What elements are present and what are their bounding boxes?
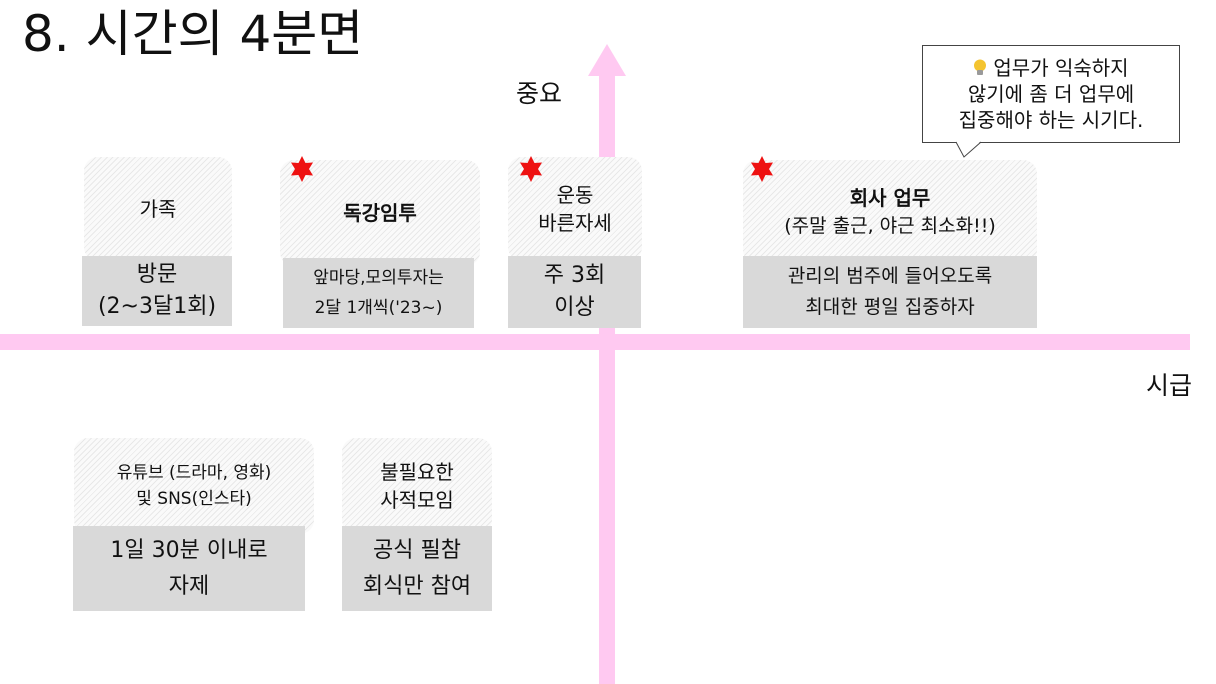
exercise-detail-box: 주 3회 이상: [508, 256, 641, 328]
horizontal-axis: [0, 334, 1190, 350]
youtube-title-line-1: 유튜브 (드라마, 영화): [116, 463, 272, 483]
vertical-axis-arrowhead: [588, 44, 626, 76]
meeting-detail-box: 공식 필참 회식만 참여: [342, 526, 492, 611]
family-detail-line-2: (2~3달1회): [97, 294, 217, 319]
star-icon: [520, 156, 542, 182]
exercise-detail-line-2: 이상: [554, 295, 595, 320]
callout-line-2: 않기에 좀 더 업무에: [967, 82, 1135, 106]
work-title: 회사 업무: [849, 186, 931, 210]
work-detail-box: 관리의 범주에 들어오도록 최대한 평일 집중하자: [743, 256, 1037, 328]
page-title: 8. 시간의 4분면: [22, 5, 364, 63]
meeting-title-line-1: 불필요한: [380, 460, 454, 484]
work-subtitle: (주말 출근, 야근 최소화!!): [784, 215, 996, 237]
family-detail-box: 방문 (2~3달1회): [82, 256, 232, 326]
axis-label-urgent: 시급: [1146, 371, 1193, 400]
exercise-title-line-2: 바른자세: [538, 211, 612, 235]
exercise-card: 운동 바른자세: [508, 157, 642, 261]
youtube-card: 유튜브 (드라마, 영화) 및 SNS(인스타): [74, 438, 314, 534]
work-card: 회사 업무 (주말 출근, 야근 최소화!!): [743, 160, 1037, 264]
reading-card: 독강임투: [280, 160, 480, 266]
meeting-card: 불필요한 사적모임: [342, 438, 492, 534]
exercise-detail-line-1: 주 3회: [543, 263, 606, 288]
reading-title: 독강임투: [343, 201, 417, 225]
reading-detail-line-2: 2달 1개씩('23~): [314, 298, 443, 318]
star-icon: [751, 156, 773, 182]
youtube-detail-line-1: 1일 30분 이내로: [110, 537, 268, 563]
work-detail-line-1: 관리의 범주에 들어오도록: [787, 265, 993, 287]
youtube-title-line-2: 및 SNS(인스타): [136, 489, 252, 509]
family-title: 가족: [139, 197, 177, 221]
axis-label-important: 중요: [516, 79, 563, 108]
meeting-detail-line-1: 공식 필참: [373, 537, 461, 563]
youtube-detail-line-2: 자제: [168, 573, 210, 599]
reading-detail-line-1: 앞마당,모의투자는: [313, 268, 444, 288]
callout-pointer: [955, 141, 982, 158]
meeting-title-line-2: 사적모임: [380, 488, 454, 512]
youtube-detail-box: 1일 30분 이내로 자제: [73, 526, 305, 611]
meeting-detail-line-2: 회식만 참여: [362, 573, 472, 599]
lightbulb-icon: [974, 59, 987, 75]
family-card: 가족: [84, 157, 232, 261]
star-icon: [291, 156, 313, 182]
callout-line-1: 업무가 익숙하지: [973, 55, 1129, 81]
callout-line-3: 집중해야 하는 시기다.: [958, 108, 1144, 132]
exercise-title-line-1: 운동: [556, 183, 594, 207]
callout-note: 업무가 익숙하지 않기에 좀 더 업무에 집중해야 하는 시기다.: [922, 45, 1180, 143]
work-detail-line-2: 최대한 평일 집중하자: [805, 296, 975, 318]
reading-detail-box: 앞마당,모의투자는 2달 1개씩('23~): [283, 258, 474, 328]
family-detail-line-1: 방문: [136, 262, 178, 287]
